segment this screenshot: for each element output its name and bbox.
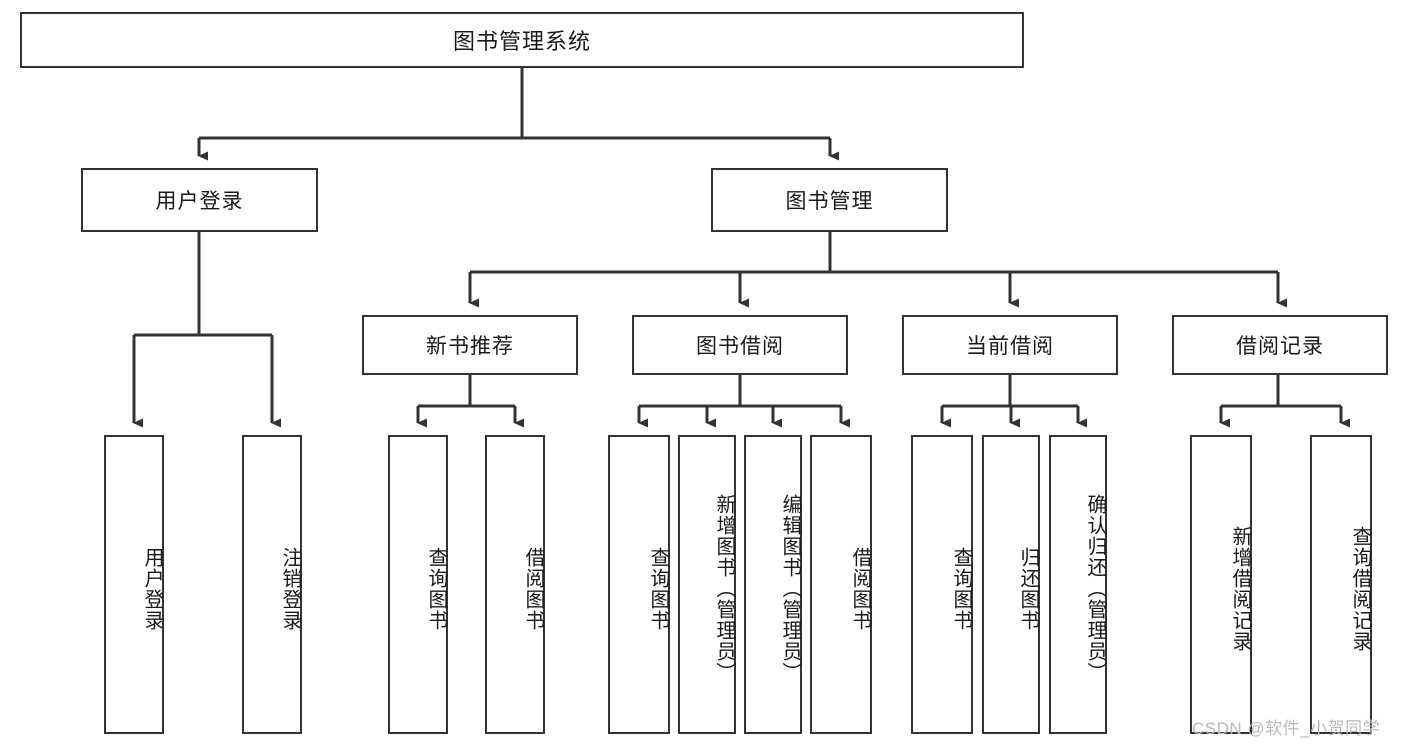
node-label: 用户登录 [141,546,163,631]
leaf-query-borrow-record[interactable]: 查询借阅记录 [1310,435,1372,734]
leaf-user-logout[interactable]: 注销登录 [242,435,302,734]
leaf-user-login[interactable]: 用户登录 [104,435,164,734]
node-label: 借阅记录 [1236,335,1324,358]
leaf-add-borrow-record[interactable]: 新增借阅记录 [1190,435,1252,734]
leaf-add-book-admin[interactable]: 新增图书（管理员） [678,435,736,734]
leaf-query-book-current[interactable]: 查询图书 [911,435,973,734]
node-root-system[interactable]: 图书管理系统 [20,12,1024,68]
watermark-text: CSDN @软件_小贺同学 [1192,719,1381,738]
node-label: 查询图书 [647,546,669,631]
node-label: 查询图书 [950,546,972,631]
node-label: 注销登录 [279,546,301,631]
node-label: 查询图书 [425,546,447,631]
node-label: 归还图书 [1017,546,1039,631]
leaf-return-book[interactable]: 归还图书 [982,435,1040,734]
node-label: 新书推荐 [426,335,514,358]
node-book-borrow[interactable]: 图书借阅 [632,315,848,375]
leaf-borrow-book-borrow[interactable]: 借阅图书 [810,435,872,734]
node-label: 编辑图书（管理员） [779,494,801,683]
leaf-edit-book-admin[interactable]: 编辑图书（管理员） [744,435,802,734]
leaf-query-book-recommend[interactable]: 查询图书 [388,435,448,734]
node-label: 当前借阅 [966,335,1054,358]
leaf-query-book-borrow[interactable]: 查询图书 [608,435,670,734]
node-current-borrow[interactable]: 当前借阅 [902,315,1118,375]
node-label: 新增图书（管理员） [713,494,735,683]
node-new-book-recommend[interactable]: 新书推荐 [362,315,578,375]
node-label: 新增借阅记录 [1229,525,1251,652]
node-label: 借阅图书 [849,546,871,631]
node-label: 借阅图书 [522,546,544,631]
node-label: 图书管理 [785,190,874,213]
node-borrow-record[interactable]: 借阅记录 [1172,315,1388,375]
node-user-login[interactable]: 用户登录 [81,168,318,232]
node-label: 图书借阅 [696,335,784,358]
node-label: 确认归还（管理员） [1084,494,1106,683]
node-label: 图书管理系统 [452,29,591,54]
node-label: 用户登录 [155,190,244,213]
leaf-borrow-book-recommend[interactable]: 借阅图书 [485,435,545,734]
leaf-confirm-return-admin[interactable]: 确认归还（管理员） [1049,435,1107,734]
node-label: 查询借阅记录 [1349,525,1371,652]
node-book-manage[interactable]: 图书管理 [711,168,948,232]
